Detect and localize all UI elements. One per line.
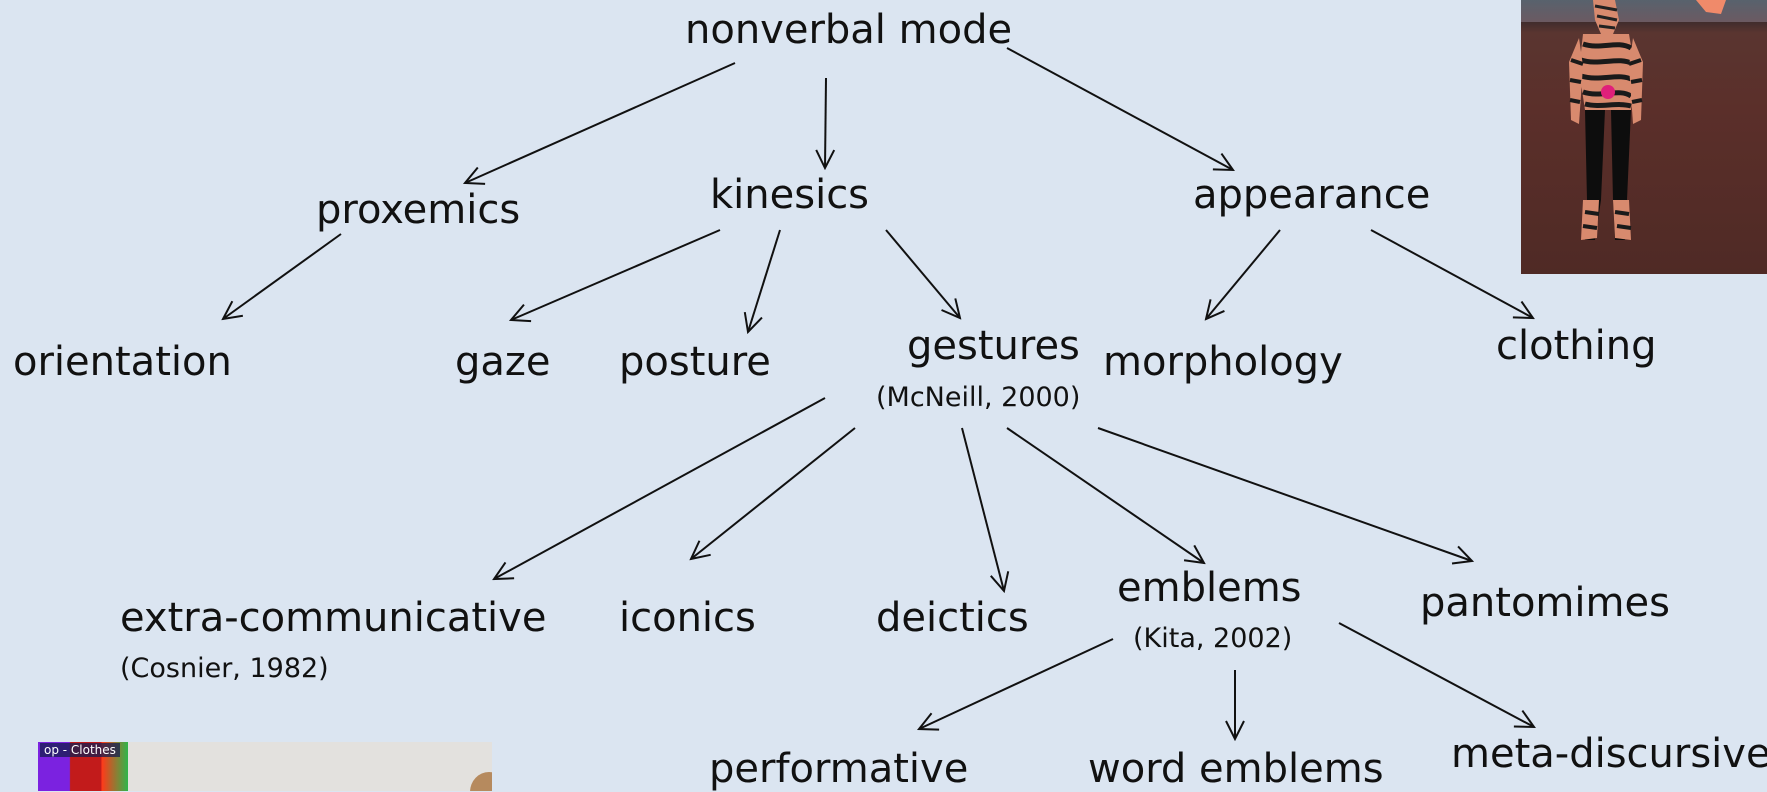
arrow-appearance-clothing bbox=[1370, 229, 1533, 318]
avatar-photo bbox=[1521, 0, 1767, 274]
arrow-kinesics-posture bbox=[748, 229, 781, 332]
clothes-shop-photo: op - Clothes bbox=[38, 742, 492, 791]
node-deictics: deictics bbox=[876, 595, 1029, 641]
node-iconics: iconics bbox=[619, 595, 756, 641]
citation-kita: (Kita, 2002) bbox=[1133, 623, 1293, 654]
node-word-emblems: word emblems bbox=[1088, 746, 1384, 792]
arrow-kinesics-gestures bbox=[885, 229, 960, 318]
arrow-emblems-performative bbox=[919, 638, 1114, 729]
node-nonverbal-mode: nonverbal mode bbox=[685, 7, 1013, 53]
node-pantomimes: pantomimes bbox=[1420, 580, 1670, 626]
arrow-root-appearance bbox=[1006, 47, 1233, 170]
node-posture: posture bbox=[619, 339, 771, 385]
citation-mcneill: (McNeill, 2000) bbox=[876, 382, 1081, 413]
shop-avatar-head bbox=[470, 772, 492, 791]
node-emblems: emblems bbox=[1117, 565, 1302, 611]
arrow-gestures-emblems bbox=[1006, 427, 1204, 563]
arrow-kinesics-gaze bbox=[511, 229, 721, 320]
node-meta-discursive: meta-discursive bbox=[1451, 731, 1767, 777]
citation-cosnier: (Cosnier, 1982) bbox=[120, 653, 329, 684]
node-appearance: appearance bbox=[1193, 172, 1431, 218]
arrow-root-proxemics bbox=[465, 62, 736, 183]
node-orientation: orientation bbox=[13, 339, 232, 385]
node-extra-communicative: extra-communicative bbox=[120, 595, 547, 641]
arrow-emblems-meta-discursive bbox=[1338, 622, 1534, 727]
arrow-gestures-extra-communicative bbox=[494, 397, 826, 579]
node-clothing: clothing bbox=[1496, 323, 1657, 369]
arrow-proxemics-orientation bbox=[223, 233, 342, 319]
node-gestures: gestures bbox=[907, 323, 1080, 369]
shop-caption: op - Clothes bbox=[40, 743, 120, 757]
node-morphology: morphology bbox=[1103, 339, 1343, 385]
arrow-gestures-pantomimes bbox=[1097, 427, 1472, 561]
striped-avatar-figure bbox=[1569, 0, 1726, 240]
arrow-gestures-deictics bbox=[961, 427, 1004, 591]
node-proxemics: proxemics bbox=[316, 187, 521, 233]
node-performative: performative bbox=[709, 746, 969, 792]
arrow-gestures-iconics bbox=[691, 427, 856, 559]
arrow-root-kinesics bbox=[825, 77, 826, 168]
node-kinesics: kinesics bbox=[710, 172, 870, 218]
arrow-appearance-morphology bbox=[1206, 229, 1281, 319]
node-gaze: gaze bbox=[455, 339, 551, 385]
